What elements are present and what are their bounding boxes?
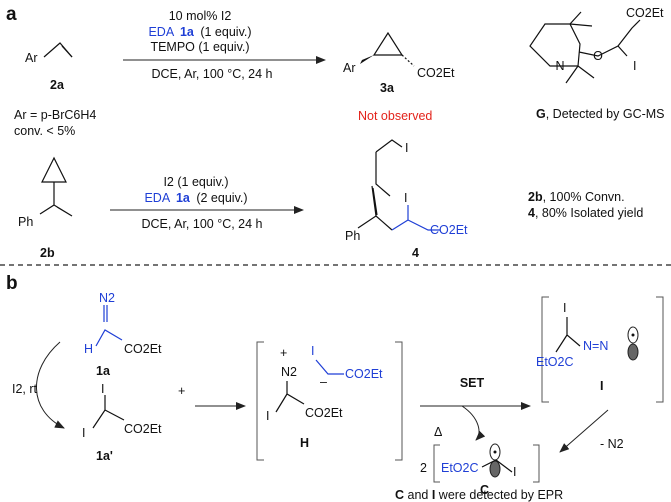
panel-label-b: b [6, 273, 18, 294]
reaction-2: I2 (1 equiv.) EDA 1a (2 equiv.) DCE, Ar,… [110, 175, 304, 231]
cyclopropane-3a: Ar CO2Et 3a [343, 31, 455, 95]
coefficient-text: 2 [420, 461, 427, 475]
set-label: SET [460, 376, 485, 390]
minus-charge: – [320, 375, 327, 389]
ar-text: Ar [343, 61, 356, 75]
solvent-condition-text: DCE, Ar, 100 °C, 24 h [141, 217, 262, 231]
compound-label-2b: 2b [40, 246, 55, 260]
ar-text: Ar [25, 51, 38, 65]
iodine-catalyst-text: 10 mol% I2 [169, 9, 232, 23]
iodine-rt-condition: I2, rt [12, 382, 38, 396]
eto2c-text: EtO2C [536, 355, 574, 369]
nitrogen-loss-text: - N2 [600, 437, 624, 451]
radical-orbital-icon [489, 460, 501, 478]
phenyl-text: Ph [18, 215, 33, 229]
conversion-result: 2b, 100% Convn. [528, 190, 625, 204]
cyclopropyl-styrene-2b: Ph 2b [18, 156, 73, 260]
hydrogen-text: H [84, 342, 93, 356]
curved-arrow-iodination [36, 341, 65, 429]
co2et-text: CO2Et [417, 66, 455, 80]
results-text: 2b, 100% Convn. 4, 80% Isolated yield [528, 190, 643, 220]
diiodo-ester-1a-prime: I I CO2Et 1a' [82, 382, 162, 463]
nitrogen-loss-arrow [559, 409, 609, 453]
intermediate-h: + N2 I CO2Et I – CO2Et H [256, 341, 403, 461]
product-4: I I Ph CO2Et 4 [345, 139, 468, 260]
epr-caption: C and I were detected by EPR [395, 488, 563, 502]
co2et-text: CO2Et [345, 367, 383, 381]
phenyl-text: Ph [345, 229, 360, 243]
iodine-text: I [563, 301, 566, 315]
reaction-1: 10 mol% I2 EDA 1a (1 equiv.) TEMPO (1 eq… [123, 9, 326, 81]
not-observed-note: Not observed [358, 109, 432, 123]
yield-result: 4, 80% Isolated yield [528, 206, 643, 220]
intermediate-i: I N=N EtO2C I [536, 296, 664, 403]
eda-1a: N2 H CO2Et 1a [84, 291, 162, 378]
tempo-condition-text: TEMPO (1 equiv.) [150, 40, 249, 54]
radical-orbital-icon [627, 343, 639, 361]
iodine-text: I [633, 59, 636, 73]
iodine-text: I [266, 409, 269, 423]
intermediate-label-h: H [300, 436, 309, 450]
iodine-text: I [311, 344, 314, 358]
co2et-text: CO2Et [626, 6, 664, 20]
heat-symbol: Δ [434, 425, 442, 439]
iodine-text: I [82, 426, 85, 440]
radical-dot-icon [631, 333, 635, 337]
panel-label-a: a [6, 4, 17, 25]
oxygen-text: O [593, 49, 603, 63]
compound-label-1a-prime: 1a' [96, 449, 113, 463]
co2et-text: CO2Et [305, 406, 343, 420]
plus-sign: + [178, 384, 185, 398]
ar-definition: Ar = p-BrC6H4 [14, 108, 96, 122]
radical-dot-icon [493, 450, 497, 454]
compound-label-1a: 1a [96, 364, 111, 378]
iodine-text: I [405, 141, 408, 155]
solvent-condition-text: DCE, Ar, 100 °C, 24 h [151, 67, 272, 81]
iodine-condition-text: I2 (1 equiv.) [163, 175, 228, 189]
plus-charge: + [280, 346, 287, 360]
iodine-text: I [101, 382, 104, 396]
styrene-2a: Ar 2a [25, 42, 73, 92]
co2et-text: CO2Et [430, 223, 468, 237]
compound-label-2a: 2a [50, 78, 65, 92]
compound-label-4: 4 [412, 246, 419, 260]
compound-label-3a: 3a [380, 81, 395, 95]
co2et-text: CO2Et [124, 342, 162, 356]
iodine-text: I [513, 465, 516, 479]
eda-condition-text: EDA 1a (2 equiv.) [144, 191, 247, 205]
n2-text: N2 [281, 365, 297, 379]
azo-text: N=N [583, 339, 608, 353]
radical-c: 2 EtO2C I C [420, 443, 540, 497]
curved-arrow-heat [461, 405, 486, 441]
eto2c-text: EtO2C [441, 461, 479, 475]
g-caption: G, Detected by GC-MS [536, 107, 665, 121]
intermediate-label-i: I [600, 379, 603, 393]
co2et-text: CO2Et [124, 422, 162, 436]
n2-text: N2 [99, 291, 115, 305]
conversion-note: conv. < 5% [14, 124, 75, 138]
radical-label-c: C [480, 483, 489, 497]
iodine-text: I [404, 191, 407, 205]
tempo-adduct-g: N O I CO2Et G, Detected by GC-MS [529, 6, 665, 121]
nitrogen-text: N [555, 59, 564, 73]
eda-condition-text: EDA 1a (1 equiv.) [148, 25, 251, 39]
